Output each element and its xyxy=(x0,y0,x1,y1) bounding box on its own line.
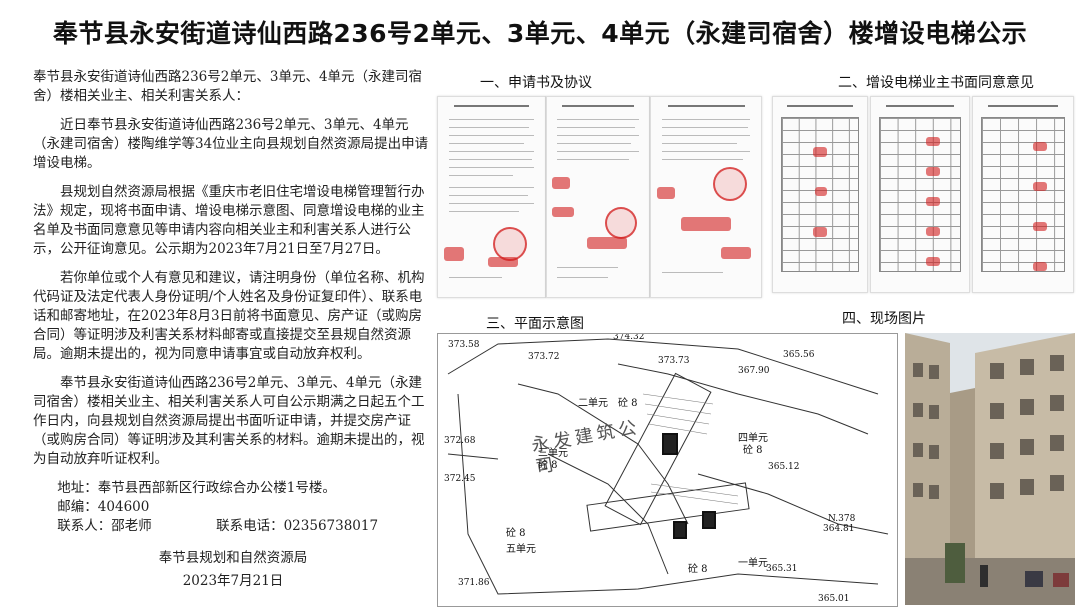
section-heading-photo: 四、现场图片 xyxy=(842,311,926,327)
elevation-label: 373.73 xyxy=(658,356,690,366)
postcode-line: 邮编：404600 xyxy=(57,499,150,515)
unit-label: 四单元 xyxy=(738,433,768,444)
elevation-label: 372.45 xyxy=(444,474,476,484)
contact-person: 联系人：邵老师 xyxy=(57,518,152,534)
address-line: 地址：奉节县西部新区行政综合办公楼1号楼。 xyxy=(57,480,336,496)
elevation-label: 365.01 xyxy=(818,594,850,604)
elevation-label: N.378 xyxy=(828,514,856,524)
floor-label: 砼 8 xyxy=(506,528,526,539)
salutation: 奉节县永安街道诗仙西路236号2单元、3单元、4单元（永建司宿舍）楼相关业主、相… xyxy=(33,69,423,104)
elevation-label: 365.56 xyxy=(783,350,815,360)
unit-label: 三单元 xyxy=(538,448,568,459)
floor-label: 砼 8 xyxy=(688,564,708,575)
notice-paragraph: 若你单位或个人有意见和建议，请注明身份（单位名称、机构代码证及法定代表人身份证明… xyxy=(33,270,425,362)
site-photo xyxy=(905,333,1075,605)
floor-plan-drawing xyxy=(447,338,889,595)
elevation-label: 374.32 xyxy=(613,333,645,342)
elevation-label: 367.90 xyxy=(738,366,770,376)
notice-paragraph: 近日奉节县永安街道诗仙西路236号2单元、3单元、4单元（永建司宿舍）楼陶维学等… xyxy=(33,117,429,171)
elevation-label: 373.58 xyxy=(448,340,480,350)
unit-label: 五单元 xyxy=(506,544,536,555)
elevation-label: 372.68 xyxy=(444,436,476,446)
floor-label: 砼 8 xyxy=(618,398,638,409)
section-heading-plan: 三、平面示意图 xyxy=(486,316,584,332)
section-heading-consent: 二、增设电梯业主书面同意意见 xyxy=(838,75,1034,91)
site-photo-image xyxy=(905,333,1075,605)
floor-label: 砼 8 xyxy=(743,445,763,456)
unit-label: 一单元 xyxy=(738,558,768,569)
elevation-label: 373.72 xyxy=(528,352,560,362)
elevation-label: 364.81 xyxy=(823,524,855,534)
consent-table-page xyxy=(772,96,868,293)
notice-paragraph: 奉节县永安街道诗仙西路236号2单元、3单元、4单元（永建司宿舍）楼相关业主、相… xyxy=(33,375,425,467)
application-document-page xyxy=(546,96,650,298)
notice-paragraph: 县规划自然资源局根据《重庆市老旧住宅增设电梯管理暂行办法》规定，现将书面申请、增… xyxy=(33,184,425,257)
notice-body: 奉节县永安街道诗仙西路236号2单元、3单元、4单元（永建司宿舍）楼相关业主、相… xyxy=(33,68,433,536)
elevation-label: 365.12 xyxy=(768,462,800,472)
elevation-label: 365.31 xyxy=(766,564,798,574)
floor-plan: 永发建筑公司 373.58 373.72 374.32 373.73 365.5… xyxy=(437,333,898,607)
elevation-label: 371.86 xyxy=(458,578,490,588)
application-document-page xyxy=(437,96,546,298)
unit-label: 二单元 xyxy=(578,398,608,409)
section-heading-application: 一、申请书及协议 xyxy=(480,75,592,91)
floor-label: 砼 8 xyxy=(538,460,558,471)
application-document-page xyxy=(650,96,762,298)
consent-table-page xyxy=(972,96,1074,293)
signature-org: 奉节县规划和自然资源局 xyxy=(158,550,308,566)
consent-table-page xyxy=(870,96,970,293)
signature-date: 2023年7月21日 xyxy=(182,573,284,589)
contact-line: 联系人：邵老师 联系电话：02356738017 xyxy=(33,517,433,536)
contact-phone: 联系电话：02356738017 xyxy=(216,518,379,534)
page-title: 奉节县永安街道诗仙西路236号2单元、3单元、4单元（永建司宿舍）楼增设电梯公示 xyxy=(52,19,1028,48)
